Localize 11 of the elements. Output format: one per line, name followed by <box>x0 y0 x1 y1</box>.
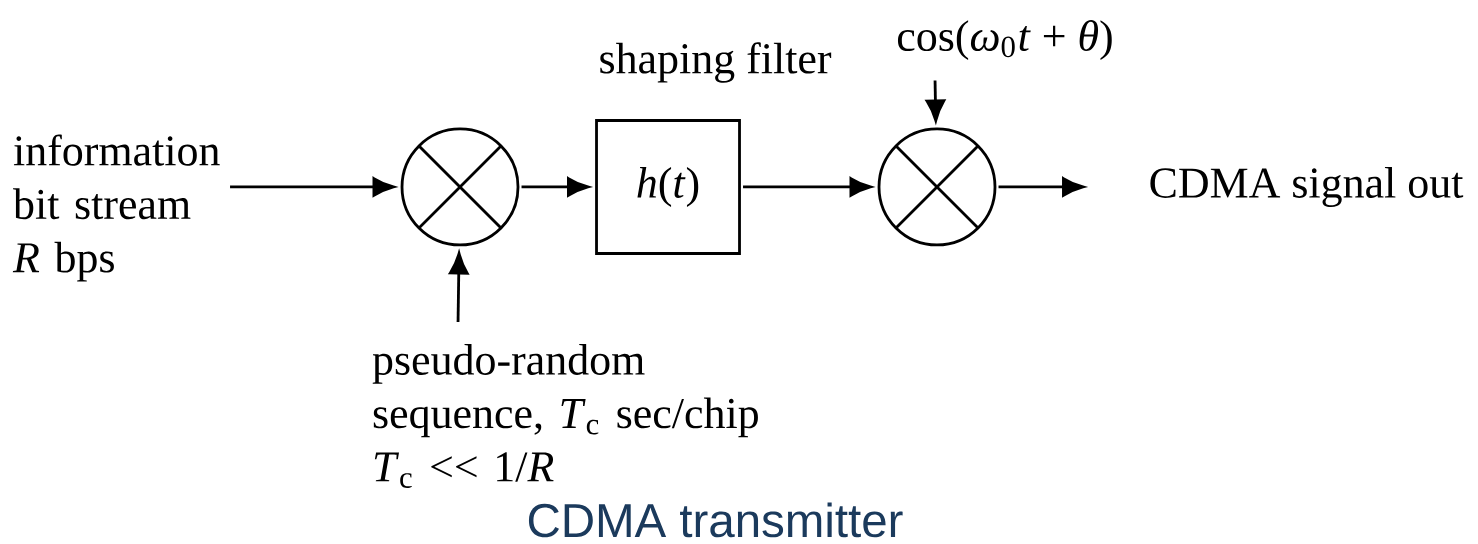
filter-box: h(t) <box>595 119 741 255</box>
arrow <box>521 177 590 197</box>
caption: CDMA transmitter <box>528 502 903 538</box>
sequence-label: pseudo-random sequence, T$_{c}$ sec/chip T$_{c}$ << 1/R <box>372 344 758 488</box>
mixer-circle <box>400 127 520 247</box>
input-label: information bit stream R bps <box>12 134 220 282</box>
block-heading: shaping filter <box>600 42 832 83</box>
arrow <box>998 177 1085 197</box>
carrier-label: cos(ω$_{0}$t + θ) <box>897 19 1112 61</box>
mixer-circle <box>877 127 997 247</box>
output-label: CDMA signal out <box>1150 167 1464 207</box>
